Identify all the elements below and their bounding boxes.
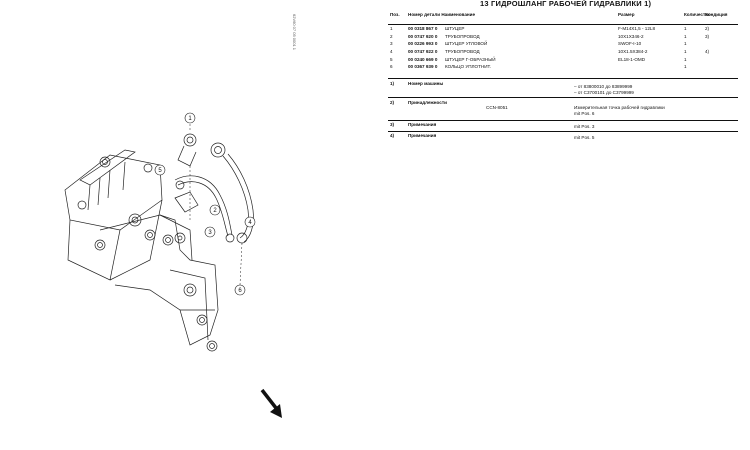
row-qty: 1 [684,41,687,47]
note-line: mit Pos. 3 [574,124,595,129]
note-line: – от 83800010 до 83899999 [574,84,633,89]
row-size: SWOF-I-10 [618,41,642,47]
page-title: 13 ГИДРОШЛАНГ РАБОЧЕЙ ГИДРАВЛИКИ 1) [480,0,652,8]
notes-section: 1) Номер машины – от 83800010 до 8389999… [388,78,738,142]
row-part-number: 00 0240 669 0 [408,56,438,62]
exploded-view-drawing [64,120,254,352]
callout-5: 5 [158,168,162,174]
table-row: 2 00 0747 920 0 ТРУБОПРОВОД 10X1X346-2 1… [388,33,738,41]
row-qty: 1 [684,26,687,31]
row-condition: 4) [705,49,710,55]
row-pos: 3 [390,41,393,47]
row-qty: 1 [684,33,687,39]
row-part-name: ШТУЦЕР Г-ОБРАЗНЫЙ [445,56,496,62]
header-condition: Кондиция [705,12,728,17]
row-part-name: ШТУЦЕР [445,26,465,31]
note-label: Принадлежности [408,100,447,105]
row-qty: 1 [684,56,687,62]
callout-6: 6 [238,288,242,294]
row-pos: 5 [390,56,393,62]
table-row: 6 00 0367 939 0 КОЛЬЦО УПЛОТНИТ. 1 [388,63,738,71]
note-index: 3) [390,122,395,127]
row-pos: 1 [390,26,393,31]
row-part-number: 00 0226 993 0 [408,41,438,47]
note-label: Примечания [408,122,437,127]
note-remark-3: 3) Примечания mit Pos. 3 [388,120,738,131]
note-index: 4) [390,133,395,138]
header-number-name: Номер детали Наименование [408,12,476,17]
callout-4: 4 [248,220,252,226]
row-qty: 1 [684,64,687,70]
callout-1: 1 [188,116,192,122]
header-pos: Поз. [390,12,400,17]
row-size: 10X1.5X384-2 [618,49,648,55]
row-part-name: ШТУЦЕР УГЛОВОЙ [445,41,488,47]
row-part-number: 00 0747 920 0 [408,33,438,39]
note-code: CCN-8051 [486,105,508,110]
table-row: 4 00 0747 922 0 ТРУБОПРОВОД 10X1.5X384-2… [388,48,738,56]
callout-layer: 1 2 3 4 5 6 [154,112,256,296]
valve-block [64,149,219,352]
note-accessories: 2) Принадлежности CCN-8051 Измерительная… [388,97,738,120]
row-part-name: ТРУБОПРОВОД [445,33,480,39]
row-part-number: 00 0318 867 0 [408,26,438,31]
row-condition: 2) [705,26,710,31]
table-row: 3 00 0226 993 0 ШТУЦЕР УГЛОВОЙ SWOF-I-10… [388,40,738,48]
callout-2: 2 [213,208,217,214]
note-label: Номер машины [408,81,444,86]
row-size: F-M14X1,5 - 12L8 [618,26,656,31]
row-pos: 2 [390,33,393,39]
table-header: Поз. Номер детали Наименование Размер Ко… [388,10,738,25]
header-size: Размер [618,12,635,17]
note-remark-4: 4) Примечания mit Pos. 5 [388,131,738,142]
hydraulic-lines [174,133,254,244]
view-direction-arrow-icon [260,388,282,418]
table-row: 1 00 0318 867 0 ШТУЦЕР F-M14X1,5 - 12L8 … [388,25,738,33]
row-size: 10X1X346-2 [618,33,644,39]
note-label: Примечания [408,133,437,138]
note-index: 2) [390,100,395,105]
drawing-reference-code: 62V60 07 05 0001 1 [292,14,297,51]
row-part-name: ТРУБОПРОВОД [445,49,480,55]
row-pos: 6 [390,64,393,70]
row-condition: 3) [705,33,710,39]
row-qty: 1 [684,49,687,55]
header-qty: Количество [684,12,711,17]
note-line: mit Pos. 6 [574,111,595,116]
table-row: 5 00 0240 669 0 ШТУЦЕР Г-ОБРАЗНЫЙ EL18-1… [388,56,738,64]
row-part-number: 00 0747 922 0 [408,49,438,55]
note-line: mit Pos. 5 [574,135,595,140]
note-line: Измерительная точка рабочей гидравлики [574,105,665,110]
row-size: EL18-1-OMD [618,56,646,62]
note-line: – от C3700101 до C3799999 [574,90,634,95]
note-index: 1) [390,81,395,86]
row-part-number: 00 0367 939 0 [408,64,438,70]
note-machine-number: 1) Номер машины – от 83800010 до 8389999… [388,78,738,97]
row-part-name: КОЛЬЦО УПЛОТНИТ. [445,64,492,70]
callout-3: 3 [208,230,212,236]
parts-table: Поз. Номер детали Наименование Размер Ко… [388,10,738,71]
row-pos: 4 [390,49,393,55]
